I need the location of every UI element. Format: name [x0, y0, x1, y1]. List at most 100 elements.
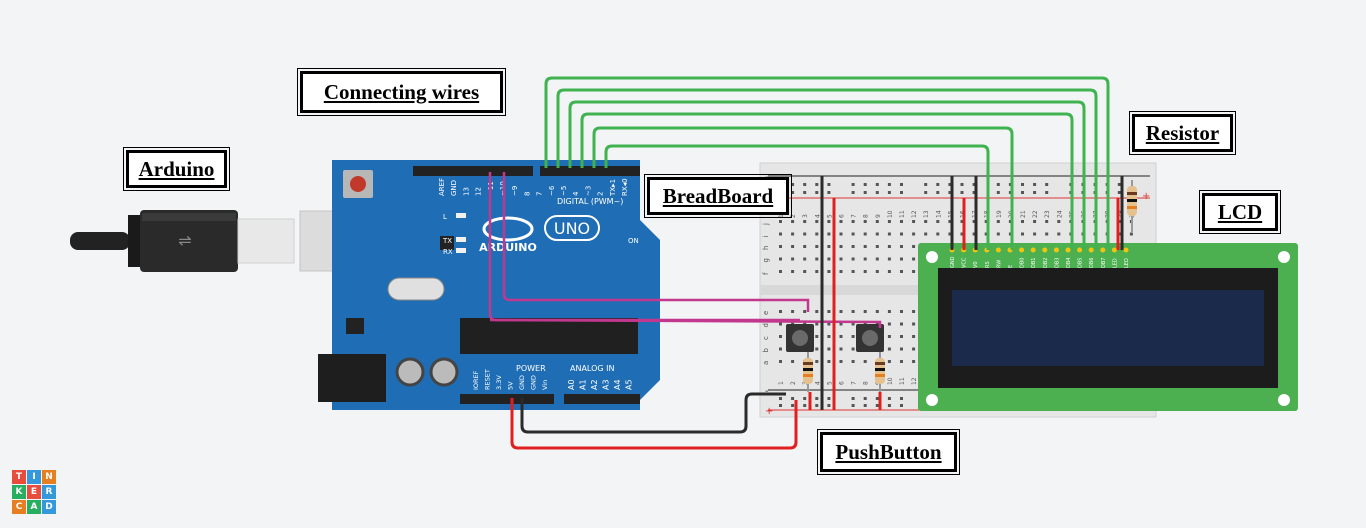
breadboard-hole: [815, 347, 819, 351]
breadboard-hole: [815, 183, 819, 186]
breadboard-hole: [912, 220, 916, 223]
rail-plus-label-bottom: +: [765, 406, 773, 417]
breadboard-hole: [972, 183, 976, 186]
column-number: 2: [790, 381, 797, 385]
breadboard-hole: [900, 183, 903, 186]
breadboard-hole: [900, 245, 903, 248]
lcd-pin-label: RW: [996, 260, 1002, 268]
breadboard-hole: [815, 245, 819, 248]
lcd-pin-label: LED: [1124, 258, 1130, 268]
breadboard-hole: [839, 322, 843, 326]
digital-pin-label: 4: [572, 191, 580, 196]
power-pin-label: 5V: [507, 381, 515, 390]
label-connecting-wires: Connecting wires: [297, 68, 506, 116]
arduino-board: ARDUINO UNO ON DIGITAL (PWM~) POWER ANAL…: [318, 160, 660, 410]
power-pin-label: RESET: [484, 369, 492, 390]
breadboard-hole: [863, 360, 867, 363]
breadboard-hole: [791, 257, 795, 261]
breadboard-hole: [1045, 191, 1049, 194]
breadboard-hole: [972, 191, 976, 194]
breadboard-hole: [839, 232, 843, 236]
breadboard-hole: [1045, 232, 1049, 236]
breadboard-hole: [875, 257, 879, 261]
breadboard-hole: [791, 232, 795, 236]
breadboard-hole: [1057, 220, 1061, 223]
breadboard-hole: [887, 397, 891, 400]
breadboard-hole: [827, 270, 831, 273]
column-number: 23: [1044, 210, 1051, 218]
digital-pin-label: ~9: [511, 186, 519, 196]
breadboard-hole: [791, 183, 795, 186]
breadboard-hole: [839, 310, 843, 313]
breadboard-hole: [887, 220, 891, 223]
lcd-pin: [1088, 247, 1094, 253]
breadboard-hole: [912, 270, 916, 273]
breadboard-hole: [863, 397, 867, 400]
column-number: 4: [814, 381, 821, 385]
breadboard-hole: [791, 397, 795, 400]
column-number: 12: [911, 210, 918, 218]
column-number: 5: [826, 214, 833, 218]
breadboard-hole: [1021, 232, 1024, 236]
lcd-pin: [1019, 247, 1025, 253]
breadboard-hole: [779, 397, 782, 400]
column-number: 19: [996, 210, 1003, 218]
digital-pin-label: ~6: [548, 185, 556, 196]
rail-minus-label-bottom: -: [765, 386, 769, 397]
breadboard-hole: [851, 397, 855, 400]
logo-letter: I: [27, 470, 41, 484]
lcd-pin: [1042, 247, 1048, 253]
breadboard-hole: [900, 310, 903, 313]
breadboard-hole: [936, 232, 940, 236]
lcd-pin-label: DB5: [1078, 258, 1084, 268]
breadboard-hole: [1021, 191, 1024, 194]
breadboard-hole: [863, 191, 867, 194]
breadboard-hole: [887, 245, 891, 248]
breadboard-hole: [827, 257, 831, 261]
breadboard-hole: [948, 220, 952, 223]
logo-letter: A: [27, 500, 41, 514]
breadboard-hole: [996, 191, 1000, 194]
digital-pin-label: 8: [523, 192, 531, 196]
logo-letter: C: [12, 500, 26, 514]
arduino-power-label: POWER: [516, 364, 546, 373]
breadboard-hole: [887, 270, 891, 273]
breadboard-hole: [851, 347, 855, 351]
breadboard-hole: [779, 347, 782, 351]
breadboard-hole: [827, 322, 831, 326]
breadboard-hole: [1117, 183, 1121, 186]
breadboard-hole: [887, 191, 891, 194]
logo-letter: N: [42, 470, 56, 484]
breadboard-hole: [815, 322, 819, 326]
breadboard-hole: [863, 310, 867, 313]
label-arduino: Arduino: [123, 147, 230, 191]
lcd-pin-label: DB2: [1043, 258, 1049, 268]
column-number: 24: [1056, 210, 1063, 218]
breadboard-hole: [900, 404, 903, 407]
column-number: 11: [899, 210, 906, 218]
breadboard-hole: [851, 232, 855, 236]
analog-pin-label: A1: [579, 379, 588, 390]
breadboard-hole: [827, 245, 831, 248]
digital-pin-label: AREF: [438, 178, 446, 196]
breadboard-hole: [839, 335, 843, 338]
row-letter: b: [762, 348, 770, 353]
breadboard-hole: [936, 183, 940, 186]
lcd-pin: [1111, 247, 1117, 253]
breadboard-hole: [779, 335, 782, 338]
breadboard-hole: [900, 360, 903, 363]
breadboard-hole: [791, 245, 795, 248]
breadboard-hole: [863, 183, 867, 186]
digital-pin-label: 13: [462, 187, 470, 196]
magenta-wires: [488, 172, 882, 328]
power-pin-label: IOREF: [472, 370, 480, 390]
breadboard-hole: [815, 270, 819, 273]
breadboard-hole: [912, 245, 916, 248]
breadboard-hole: [912, 335, 916, 338]
led-indicator: [456, 213, 466, 218]
row-letter: h: [762, 246, 770, 250]
led-indicator: [456, 248, 466, 253]
